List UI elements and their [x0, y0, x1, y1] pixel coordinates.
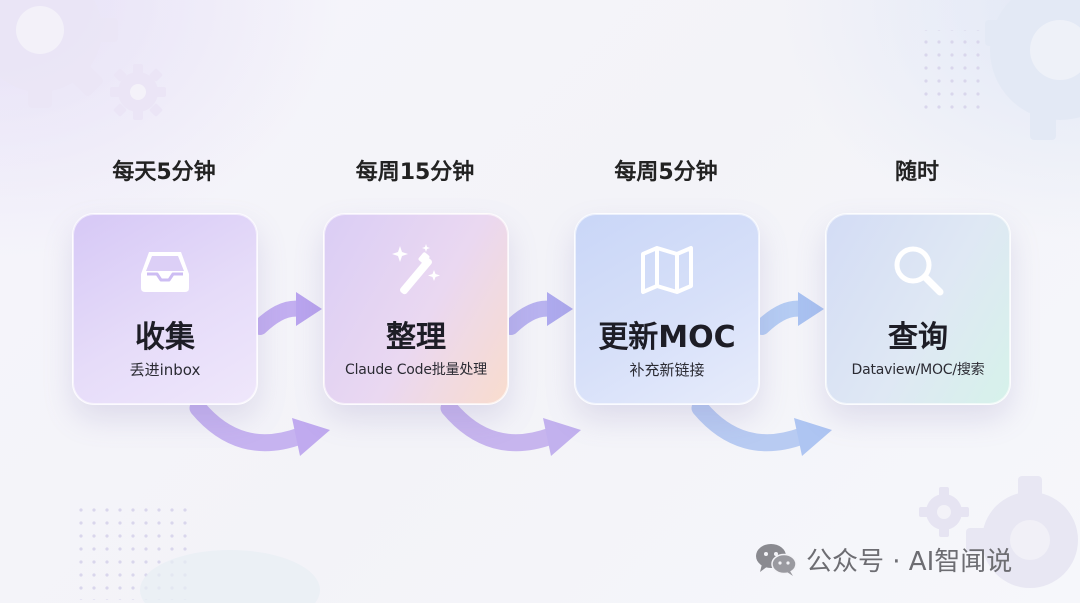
magic-wand-icon	[392, 244, 440, 295]
frequency-label-organize: 每周15分钟	[355, 160, 475, 185]
frequency-label-update-moc: 每周5分钟	[614, 160, 718, 185]
map-icon	[641, 246, 693, 294]
frequency-label-collect: 每天5分钟	[112, 160, 216, 185]
step-card-collect: 收集 丢进inbox	[72, 213, 258, 405]
step-title: 查询	[888, 320, 948, 355]
swoosh-arrow-1	[189, 399, 330, 456]
step-card-update-moc: 更新MOC 补充新链接	[574, 213, 760, 405]
wechat-logo-icon	[756, 544, 797, 576]
step-card-organize: 整理 Claude Code批量处理	[323, 213, 509, 405]
swoosh-arrow-2	[440, 399, 581, 456]
arrow-step-1-to-2	[252, 292, 322, 335]
step-description: 补充新链接	[629, 361, 705, 379]
search-icon	[894, 246, 944, 296]
step-description: 丢进inbox	[129, 361, 201, 379]
step-card-query: 查询 Dataview/MOC/搜索	[825, 213, 1011, 405]
inbox-tray-icon	[141, 252, 189, 292]
step-title: 更新MOC	[598, 320, 736, 355]
arrow-step-3-to-4	[754, 292, 824, 335]
arrow-step-2-to-3	[503, 292, 573, 335]
step-title: 整理	[386, 320, 446, 355]
watermark: 公众号 · AI智闻说	[754, 539, 1012, 579]
step-description: Dataview/MOC/搜索	[851, 362, 985, 378]
swoosh-arrow-3	[691, 399, 832, 456]
step-description: Claude Code批量处理	[345, 362, 487, 378]
step-title: 收集	[135, 320, 195, 355]
frequency-label-query: 随时	[894, 160, 939, 185]
watermark-text: 公众号 · AI智闻说	[806, 546, 1013, 577]
